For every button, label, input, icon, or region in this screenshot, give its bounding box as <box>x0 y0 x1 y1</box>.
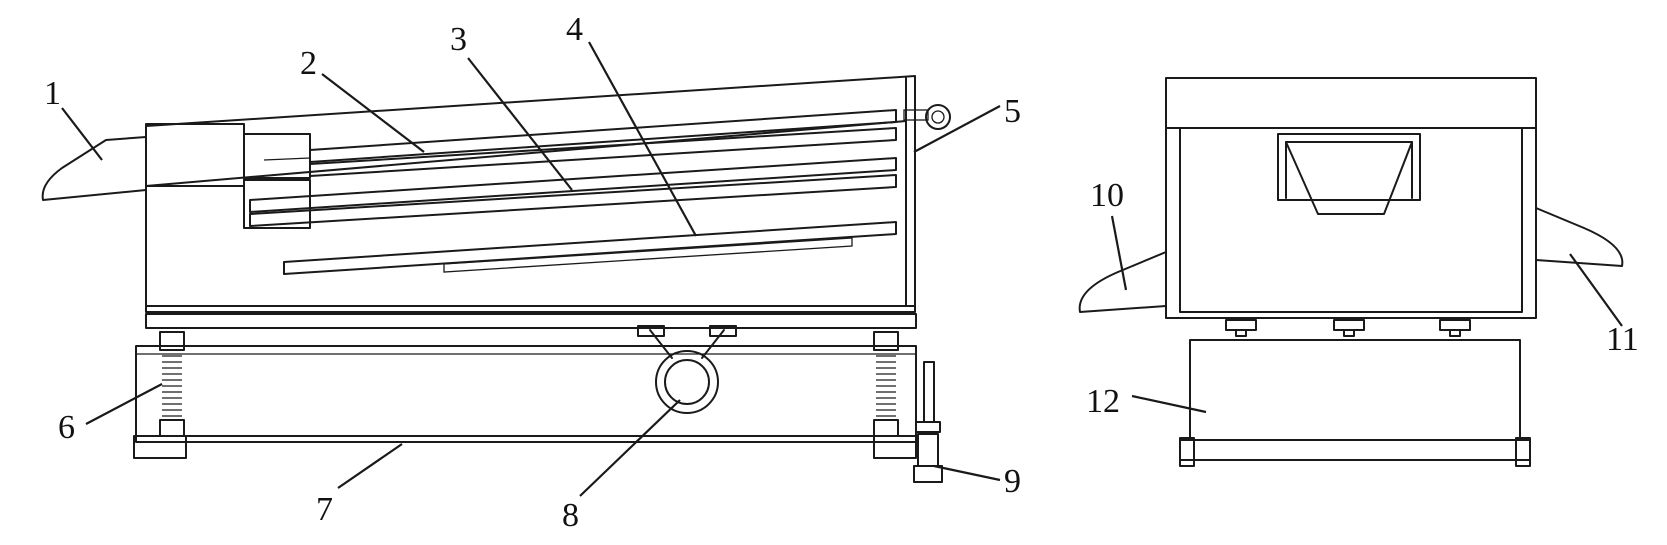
screen-deck-bottom <box>283 221 897 275</box>
feed-box-lower <box>243 179 311 229</box>
label-8: 8 <box>562 497 579 534</box>
label-1: 1 <box>44 75 61 112</box>
spring-left <box>159 331 185 437</box>
end-foot-right <box>1515 437 1531 467</box>
mount-bolts <box>1225 319 1471 337</box>
leveling-screw <box>913 361 943 483</box>
base-foot-right <box>873 435 917 459</box>
lifting-lug <box>925 104 951 130</box>
feed-box <box>145 123 245 187</box>
base-foot-left <box>133 435 187 459</box>
leader-12 <box>1131 394 1207 414</box>
upper-base-rail <box>145 313 917 329</box>
screen-deck-middle <box>249 157 897 213</box>
end-base-plate <box>1179 439 1531 461</box>
discharge-chute-right <box>1535 207 1624 267</box>
chute-frame <box>1277 133 1421 201</box>
screen-deck-middle-b <box>249 174 897 227</box>
inner-slope-line <box>145 120 907 187</box>
label-10: 10 <box>1090 177 1124 214</box>
end-foot-left <box>1179 437 1195 467</box>
leader-1 <box>61 107 103 161</box>
leader-11 <box>1569 253 1623 327</box>
end-cabinet <box>1165 77 1537 319</box>
screen-deck-upper-b <box>309 127 897 177</box>
chute-funnel <box>1285 141 1413 215</box>
vibration-motor <box>637 325 737 414</box>
lower-base-frame <box>135 345 917 443</box>
leader-7 <box>337 443 403 489</box>
deck-connector <box>263 157 311 161</box>
leader-10 <box>1110 215 1128 291</box>
label-6: 6 <box>58 409 75 446</box>
feed-hopper <box>41 136 147 201</box>
label-2: 2 <box>300 45 317 82</box>
label-11: 11 <box>1606 321 1639 358</box>
callout-labels: 1 2 3 4 5 6 7 8 9 10 11 12 <box>44 11 1639 534</box>
leader-3 <box>467 57 573 191</box>
label-5: 5 <box>1004 93 1021 130</box>
end-cabinet-inner <box>1179 127 1523 313</box>
leader-8 <box>579 399 681 497</box>
end-base-box <box>1189 339 1521 441</box>
lifting-lug-hole <box>931 110 945 124</box>
leader-6 <box>85 383 163 425</box>
label-7: 7 <box>316 491 333 528</box>
body-outline <box>145 75 916 313</box>
deck-bottom-support <box>443 237 853 273</box>
label-4: 4 <box>566 11 583 48</box>
leader-2 <box>321 73 425 153</box>
leader-5 <box>913 105 1001 153</box>
side-view <box>41 41 1001 497</box>
leader-4 <box>588 41 697 237</box>
label-9: 9 <box>1004 463 1021 500</box>
end-view <box>1078 77 1624 467</box>
feed-box-inner <box>243 133 311 179</box>
leader-9 <box>933 464 1001 482</box>
screen-deck-upper <box>309 109 897 163</box>
discharge-chute-left <box>1078 251 1167 313</box>
rear-bolt <box>903 109 929 121</box>
label-3: 3 <box>450 21 467 58</box>
spring-right <box>873 331 899 437</box>
label-12: 12 <box>1086 383 1120 420</box>
